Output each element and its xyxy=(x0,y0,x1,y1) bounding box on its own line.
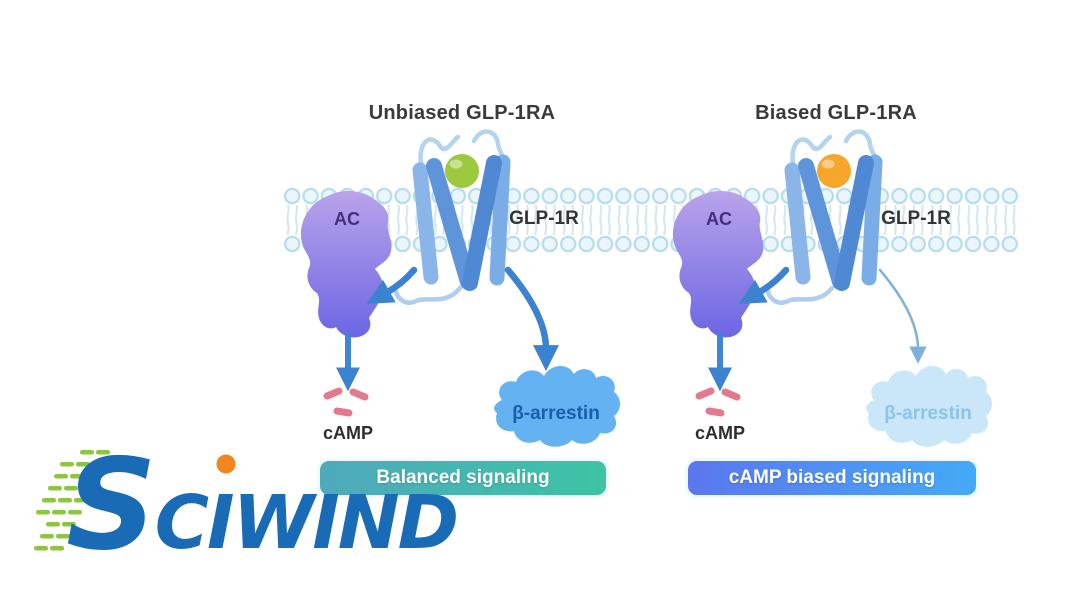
glp1r-label-right: GLP-1R xyxy=(881,208,951,229)
unbiased-agonist-ligand xyxy=(445,154,479,188)
beta-arrestin-blob-faded xyxy=(866,365,992,447)
biased-agonist-ligand xyxy=(817,154,851,188)
balanced-signaling-banner-label: Balanced signaling xyxy=(376,467,550,488)
ligand-highlight xyxy=(821,159,835,169)
cell-membrane xyxy=(283,186,1020,254)
title-unbiased: Unbiased GLP-1RA xyxy=(368,102,556,124)
sciwind-logo: SCIWIND xyxy=(34,431,459,578)
ac-label-left: AC xyxy=(334,209,360,229)
arrestin-label-left: β-arrestin xyxy=(512,403,600,424)
logo-i-dot-icon xyxy=(216,454,236,474)
logo-speed-lines-icon xyxy=(34,450,110,551)
balanced-signaling-banner: Balanced signaling xyxy=(320,461,606,495)
beta-arrestin-blob-active xyxy=(494,365,620,447)
arrow-receptor-to-arrestin-strong xyxy=(504,266,559,372)
camp-biased-signaling-banner-label: cAMP biased signaling xyxy=(728,467,936,488)
arrow-receptor-to-arrestin-weak xyxy=(878,268,927,364)
ligand-highlight xyxy=(449,159,463,169)
arrestin-label-right: β-arrestin xyxy=(884,403,972,424)
ac-label-right: AC xyxy=(706,209,732,229)
camp-biased-signaling-banner: cAMP biased signaling xyxy=(688,461,976,495)
camp-label-left: cAMP xyxy=(322,423,374,443)
camp-label-right: cAMP xyxy=(694,423,746,443)
logo-wordmark: SCIWIND xyxy=(66,431,457,578)
glp1r-label-left: GLP-1R xyxy=(509,208,579,229)
title-biased: Biased GLP-1RA xyxy=(755,102,917,124)
